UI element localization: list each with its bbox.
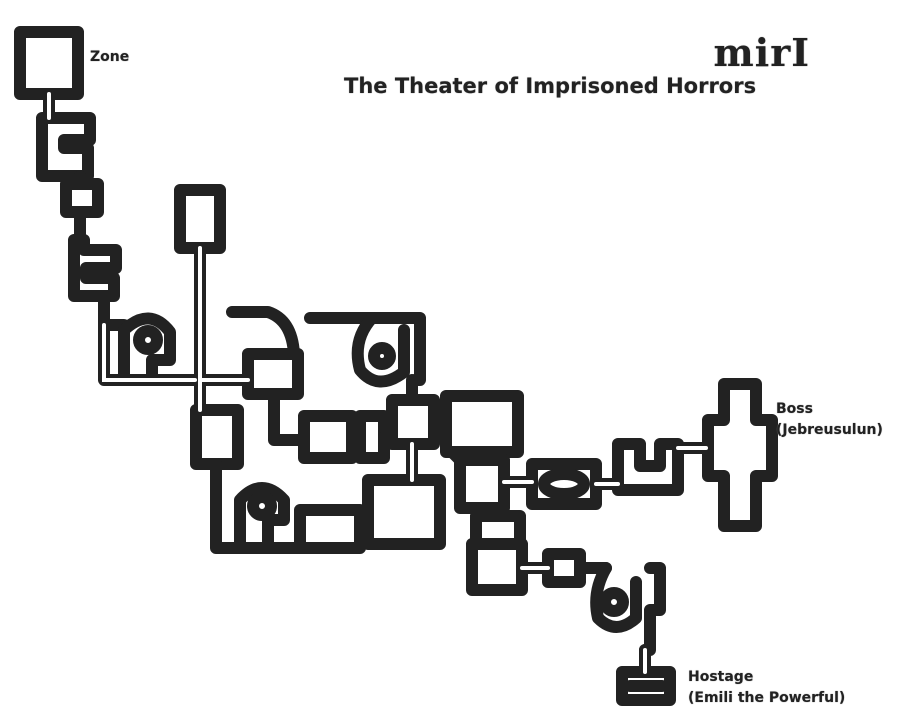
boss-name-label: (Jebreusulun) bbox=[776, 422, 883, 438]
oval-pit bbox=[538, 468, 590, 500]
map-subtitle: The Theater of Imprisoned Horrors bbox=[344, 74, 757, 98]
round-room-pit bbox=[368, 342, 396, 370]
round-room bbox=[234, 482, 290, 554]
map-title: mirI bbox=[713, 30, 810, 75]
room bbox=[440, 390, 524, 458]
room bbox=[190, 404, 244, 470]
corridor bbox=[268, 388, 310, 446]
corridor bbox=[210, 458, 306, 554]
round-room-pit bbox=[599, 587, 629, 617]
room bbox=[612, 438, 684, 496]
hostage-room bbox=[616, 666, 676, 706]
room bbox=[466, 538, 528, 596]
tower-room bbox=[174, 184, 226, 254]
zone-label: Zone bbox=[90, 49, 130, 65]
curved-room bbox=[226, 306, 300, 360]
room bbox=[294, 504, 366, 554]
hostage-name-label: (Emili the Powerful) bbox=[688, 690, 846, 706]
room bbox=[242, 348, 304, 400]
round-room-pit bbox=[247, 491, 277, 521]
hostage-label: Hostage bbox=[688, 669, 754, 685]
round-room-pit bbox=[133, 325, 163, 355]
room bbox=[68, 234, 122, 302]
boss-room bbox=[702, 378, 778, 532]
room bbox=[298, 410, 358, 464]
corridor bbox=[446, 446, 466, 466]
room bbox=[36, 112, 96, 182]
boss-label: Boss bbox=[776, 401, 813, 417]
round-room bbox=[118, 312, 176, 386]
round-room bbox=[351, 312, 410, 388]
room bbox=[454, 454, 510, 514]
room bbox=[362, 474, 446, 550]
room bbox=[386, 394, 440, 450]
round-room bbox=[590, 562, 642, 633]
zone-room bbox=[14, 26, 84, 100]
